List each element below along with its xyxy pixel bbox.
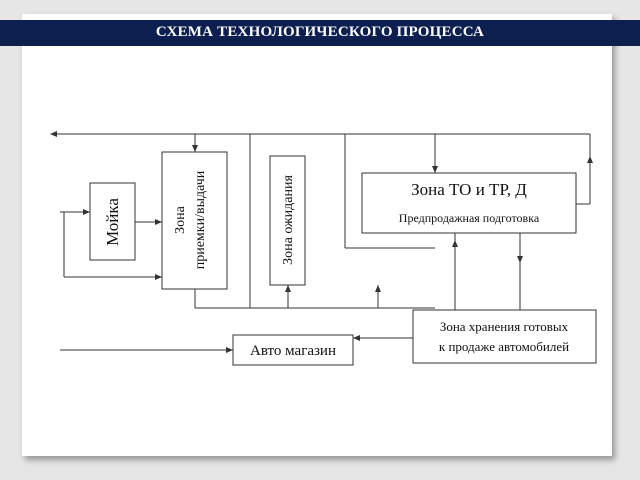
to-storage-right-arrow [517, 256, 523, 263]
to-zone-subtitle: Предпродажная подготовка [399, 211, 540, 225]
moyka-input-arrow [83, 209, 90, 215]
ozhidanie-box: Зона ожидания [269, 155, 306, 286]
to-storage-left-arrow [452, 240, 458, 247]
ozhidanie-up-arrow [285, 285, 291, 292]
priemka-top-arrow [192, 145, 198, 152]
moyka-label: Мойка [103, 198, 122, 246]
shop-input-arrow [226, 347, 233, 353]
storage-to-shop-arrow [353, 335, 360, 341]
to-top-arrow [432, 166, 438, 173]
ozhidanie-label: Зона ожидания [281, 175, 296, 265]
priemka-label-line1: Зона [173, 205, 188, 234]
moyka-box: Мойка [89, 182, 136, 261]
priemka-input-arrow [155, 274, 162, 280]
header-bar: СХЕМА ТЕХНОЛОГИЧЕСКОГО ПРОЦЕССА [0, 20, 640, 46]
storage-label-line1: Зона хранения готовых [440, 319, 569, 334]
to-zone-box: Зона ТО и ТР, Д Предпродажная подготовка [361, 172, 577, 234]
page-title: СХЕМА ТЕХНОЛОГИЧЕСКОГО ПРОЦЕССА [155, 24, 485, 40]
shop-box: Авто магазин [232, 334, 354, 366]
bus-up-arrow [375, 285, 381, 292]
to-zone-title: Зона ТО и ТР, Д [411, 180, 527, 199]
top-return-arrow [50, 131, 57, 137]
shop-label: Авто магазин [250, 343, 336, 359]
moyka-to-priemka-arrow [155, 219, 162, 225]
priemka-label-line2: приемки/выдачи [193, 170, 208, 269]
priemka-box: Зона приемки/выдачи [161, 151, 228, 290]
right-up-arrow [587, 156, 593, 163]
storage-zone-box: Зона хранения готовых к продаже автомоби… [412, 309, 597, 364]
storage-label-line2: к продаже автомобилей [439, 339, 569, 354]
